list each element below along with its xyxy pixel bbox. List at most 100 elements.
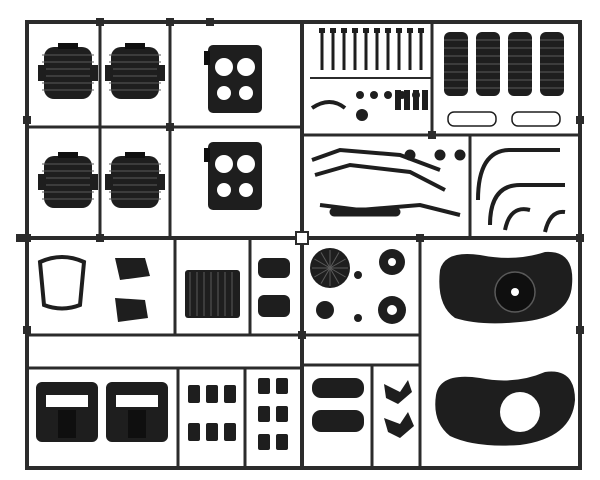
- carburetor-part: [258, 434, 270, 450]
- carburetor-part: [276, 406, 288, 422]
- pushrod-tube-cap: [407, 28, 413, 33]
- fan-blade: [329, 267, 340, 284]
- frame-gate-nub: [23, 326, 31, 334]
- small-pulley: [316, 301, 334, 319]
- distributor-top: [258, 258, 290, 278]
- pipe-flange: [404, 149, 416, 161]
- crankcase-half-left-bore-3: [217, 86, 231, 100]
- muffler-bar: [329, 207, 401, 217]
- frame-gate-nub: [416, 234, 424, 242]
- side-tab-left: [16, 234, 26, 242]
- fan-blade: [314, 258, 331, 269]
- frame-gate-nub: [23, 116, 31, 124]
- small-fitting: [384, 91, 392, 99]
- pipe-flange: [434, 149, 446, 161]
- bottom-row-parts: [36, 378, 414, 450]
- pushrod-tube-cap: [374, 28, 380, 33]
- cylinder-head-4-lug-right: [157, 174, 165, 190]
- crankcase-half-right-flange: [204, 148, 210, 162]
- fan-belt-guard: [37, 255, 87, 311]
- cylinder-heads: [38, 43, 165, 208]
- crankcase-half-left-bore-2: [237, 58, 255, 76]
- intake-manifold-2: [384, 412, 414, 438]
- cylinder-tin-right-lug: [128, 410, 146, 438]
- exhaust-pipe-5: [488, 183, 565, 226]
- cylinder-head-4-top: [125, 152, 145, 158]
- frame-gate-nub: [298, 331, 306, 339]
- small-engine-part: [188, 385, 200, 403]
- fan-shroud-upper-hub: [511, 288, 519, 296]
- cylinder-head-2-top: [125, 43, 145, 49]
- cylinder-tin-left-lug: [58, 410, 76, 438]
- pushrod-tube-cap: [363, 28, 369, 33]
- cylinder-head-1-body: [44, 47, 92, 99]
- fan-shroud-halves: [435, 251, 575, 446]
- pushrod-tube-cap: [330, 28, 336, 33]
- fan-shroud-lower-opening: [500, 392, 540, 432]
- frame-gate-nub: [576, 234, 584, 242]
- heat-exchanger-bottom: [312, 410, 364, 432]
- small-engine-part: [224, 423, 236, 441]
- cylinder-head-3-lug-right: [90, 174, 98, 190]
- exhaust-pipe-4: [476, 148, 560, 201]
- cylinder-head-1-lug-right: [90, 65, 98, 81]
- cylinder-head-4-lug-left: [105, 174, 113, 190]
- cylinder-head-4-body: [111, 156, 159, 208]
- fan-blade: [320, 252, 331, 269]
- heat-exchanger-top: [312, 378, 364, 398]
- small-fitting: [370, 91, 378, 99]
- fuel-pump-top: [115, 258, 150, 280]
- lower-left-parts: [37, 255, 290, 322]
- crankcase-half-left-flange: [204, 51, 210, 65]
- distributor-bottom: [258, 295, 290, 317]
- crankcase-halves: [204, 45, 262, 210]
- crankcase-half-left-bore-4: [239, 86, 253, 100]
- carburetor-part: [276, 434, 288, 450]
- pushrod-tube-cap: [341, 28, 347, 33]
- valve-cover-1: [447, 111, 497, 127]
- crankcase-half-right-body: [208, 142, 262, 210]
- crankcase-half-left-bore-1: [215, 58, 233, 76]
- frame-gate-nub: [166, 123, 174, 131]
- fan-blade: [329, 252, 340, 269]
- cylinder-head-1-top: [58, 43, 78, 49]
- curved-part: [310, 100, 347, 110]
- exhaust-pipe-2: [314, 162, 446, 192]
- frame-gate-nub: [23, 234, 31, 242]
- frame-nubs: [16, 18, 584, 339]
- carburetor-part: [276, 378, 288, 394]
- exhaust-pipes: [311, 147, 566, 233]
- cylinder-head-2-lug-left: [105, 65, 113, 81]
- carburetor-part: [258, 378, 270, 394]
- fan-nut: [354, 271, 362, 279]
- carburetor-part: [258, 406, 270, 422]
- pipe-flange: [454, 149, 466, 161]
- sprue-frame: [25, 20, 582, 470]
- frame-gate-nub: [576, 326, 584, 334]
- cylinder-tin-left-slot: [46, 395, 88, 407]
- pushrod-tube-cap: [352, 28, 358, 33]
- crankcase-half-right-bore-4: [239, 183, 253, 197]
- rocker-part: [395, 90, 401, 110]
- cylinder-barrels: [444, 32, 564, 127]
- frame-gate-nub: [428, 131, 436, 139]
- small-fitting: [356, 91, 364, 99]
- round-fitting: [356, 109, 368, 121]
- cylinder-head-1-lug-left: [38, 65, 46, 81]
- small-engine-part: [206, 423, 218, 441]
- fan-blade: [314, 267, 331, 278]
- cylinder-head-3-body: [44, 156, 92, 208]
- pushrod-tube-cap: [385, 28, 391, 33]
- small-engine-part: [224, 385, 236, 403]
- cylinder-tin-right-slot: [116, 395, 158, 407]
- exhaust-pipe-1: [311, 147, 441, 172]
- rocker-part: [413, 90, 419, 110]
- cylinder-head-3-lug-left: [38, 174, 46, 190]
- fan-blade: [329, 258, 346, 269]
- cylinder-head-2-body: [111, 47, 159, 99]
- crankcase-half-right-bore-1: [215, 155, 233, 173]
- rocker-part: [404, 90, 410, 110]
- fan-and-pulleys: [310, 248, 406, 324]
